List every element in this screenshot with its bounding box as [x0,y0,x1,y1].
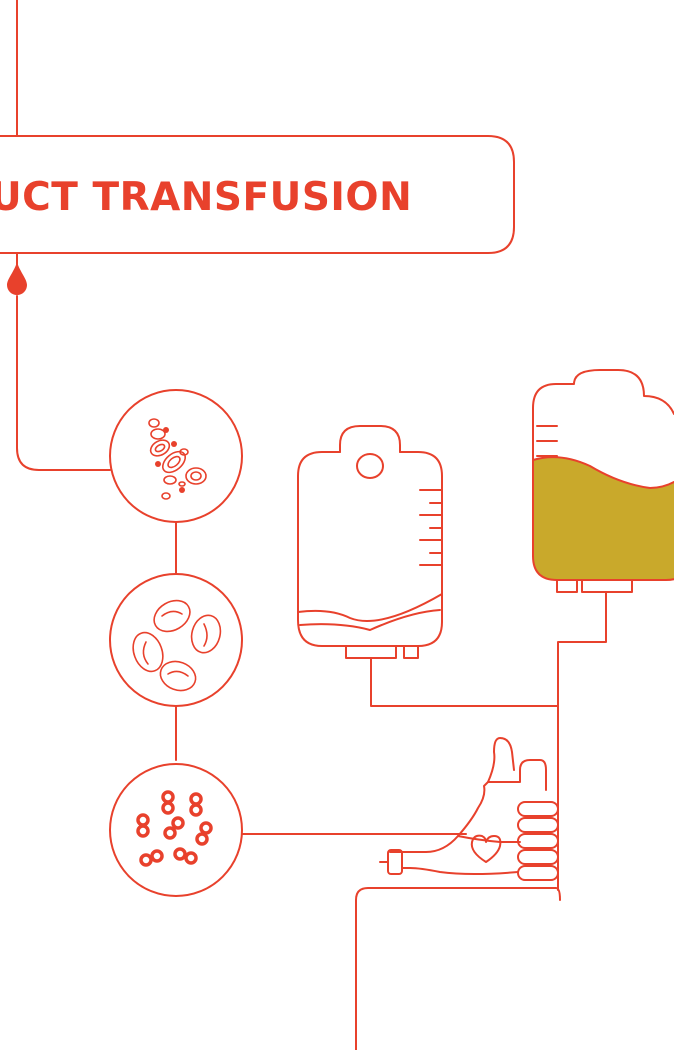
iv-bag-icon [298,426,558,706]
red-blood-cells-icon [110,574,242,706]
banner-title: UCT TRANSFUSION [0,175,412,220]
drop-to-components-line [17,296,110,470]
blood-drop-icon [7,262,27,295]
platelets-icon [110,390,242,522]
white-blood-cells-icon [110,764,242,896]
thumbs-up-hand-icon [356,738,560,1050]
plasma-bag-icon [533,370,674,802]
